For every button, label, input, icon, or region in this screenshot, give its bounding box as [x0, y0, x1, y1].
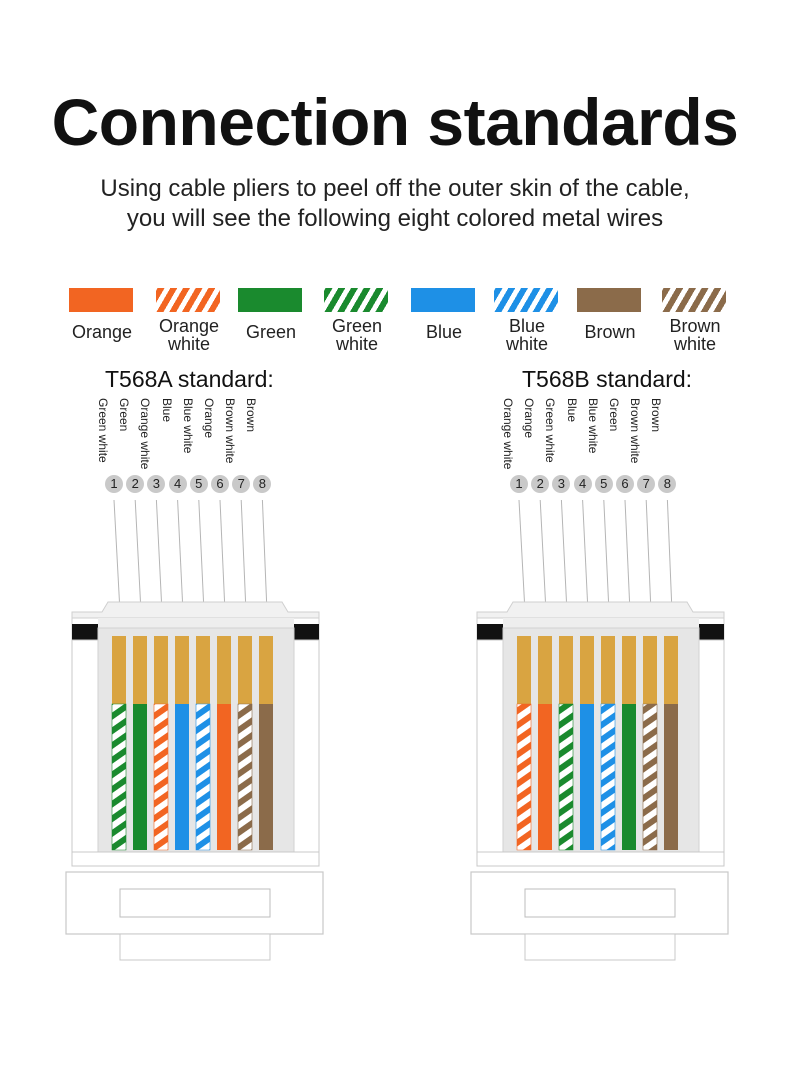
- wire: [642, 703, 658, 851]
- guide-line: [645, 499, 652, 613]
- pin-number: 7: [637, 475, 656, 493]
- guide-line: [240, 499, 247, 613]
- gold-contact: [622, 636, 636, 704]
- guide-line: [198, 499, 205, 613]
- legend-swatch: [69, 288, 133, 312]
- connector-cable-stub: [119, 933, 271, 961]
- legend-label: Blue: [425, 322, 463, 342]
- legend-label: Orange: [158, 316, 220, 336]
- guide-line: [155, 499, 163, 613]
- guide-line: [113, 499, 121, 613]
- page-title: Connection standards: [51, 85, 739, 159]
- wire: [175, 704, 189, 850]
- guide-line: [539, 499, 547, 613]
- page-subtitle: Using cable pliers to peel off the outer…: [0, 174, 790, 234]
- t568b-title: T568B standard:: [522, 366, 693, 392]
- gold-contact: [217, 636, 231, 704]
- legend-swatch: [662, 288, 726, 312]
- t568a-title: T568A standard:: [105, 366, 274, 392]
- pin-number: 4: [573, 475, 592, 493]
- wire: [195, 703, 211, 851]
- guide-line: [560, 499, 568, 613]
- legend-swatch: [494, 288, 558, 312]
- pin-number: 2: [126, 475, 145, 493]
- gold-contact: [664, 636, 678, 704]
- legend-swatch: [577, 288, 641, 312]
- connector-bottom-lip: [71, 851, 320, 867]
- pin-number: 3: [147, 475, 166, 493]
- gold-contact: [259, 636, 273, 704]
- legend-swatch: [156, 288, 220, 312]
- wire: [259, 704, 273, 850]
- gold-contact: [196, 636, 210, 704]
- legend-label-line2: white: [167, 334, 211, 354]
- wire: [580, 704, 594, 850]
- subtitle-line-2: you will see the following eight colored…: [126, 205, 664, 232]
- legend-label: Orange: [71, 322, 133, 342]
- pin-number: 4: [168, 475, 187, 493]
- legend-label: Brown: [669, 316, 721, 336]
- wire: [133, 704, 147, 850]
- legend-swatch: [411, 288, 475, 312]
- gold-contact: [643, 636, 657, 704]
- legend-swatch: [324, 288, 388, 312]
- pin-number: 8: [658, 475, 677, 493]
- gold-contact: [580, 636, 594, 704]
- gold-contact: [538, 636, 552, 704]
- legend-label-line2: white: [505, 334, 549, 354]
- gold-contact: [175, 636, 189, 704]
- t568b-connector: [470, 499, 729, 961]
- wire: [111, 703, 127, 851]
- gold-contact: [133, 636, 147, 704]
- guide-line: [261, 499, 268, 613]
- wire: [217, 704, 231, 850]
- pin-number: 6: [211, 475, 229, 493]
- legend-label: Brown: [584, 322, 636, 342]
- connector-cable-stub: [524, 933, 676, 961]
- legend-swatch: [238, 288, 302, 312]
- guide-line: [666, 499, 673, 613]
- pin-number: 1: [510, 475, 528, 493]
- gold-contact: [517, 636, 531, 704]
- wire: [600, 703, 616, 851]
- subtitle-line-1: Using cable pliers to peel off the outer…: [100, 175, 690, 202]
- guide-line: [582, 499, 589, 613]
- pin-number: 3: [552, 475, 571, 493]
- connector-boot-slot: [119, 888, 271, 918]
- legend-label: Green: [245, 322, 297, 342]
- t568a-connector: [65, 499, 324, 961]
- gold-contact: [154, 636, 168, 704]
- legend-label: Green: [331, 316, 383, 336]
- wire: [664, 704, 678, 850]
- wire: [538, 704, 552, 850]
- wire: [622, 704, 636, 850]
- wire: [516, 703, 532, 851]
- wire: [237, 703, 253, 851]
- pin-number: 7: [232, 475, 251, 493]
- guide-line: [624, 499, 631, 613]
- pin-number: 5: [189, 475, 208, 493]
- gold-contact: [238, 636, 252, 704]
- pin-number: 8: [253, 475, 272, 493]
- legend-label-line2: white: [673, 334, 717, 354]
- pin-number: 6: [616, 475, 634, 493]
- legend-label-line2: white: [335, 334, 379, 354]
- wire: [558, 703, 574, 851]
- gold-contact: [112, 636, 126, 704]
- guide-line: [177, 499, 184, 613]
- gold-contact: [559, 636, 573, 704]
- legend-label: Blue: [508, 316, 546, 336]
- guide-line: [603, 499, 610, 613]
- gold-contact: [601, 636, 615, 704]
- guide-line: [134, 499, 142, 613]
- guide-line: [219, 499, 226, 613]
- connector-bottom-lip: [476, 851, 725, 867]
- guide-line: [518, 499, 526, 613]
- connector-boot-slot: [524, 888, 676, 918]
- wire: [153, 703, 169, 851]
- pin-number: 1: [105, 475, 123, 493]
- pin-number: 5: [594, 475, 613, 493]
- pin-number: 2: [531, 475, 550, 493]
